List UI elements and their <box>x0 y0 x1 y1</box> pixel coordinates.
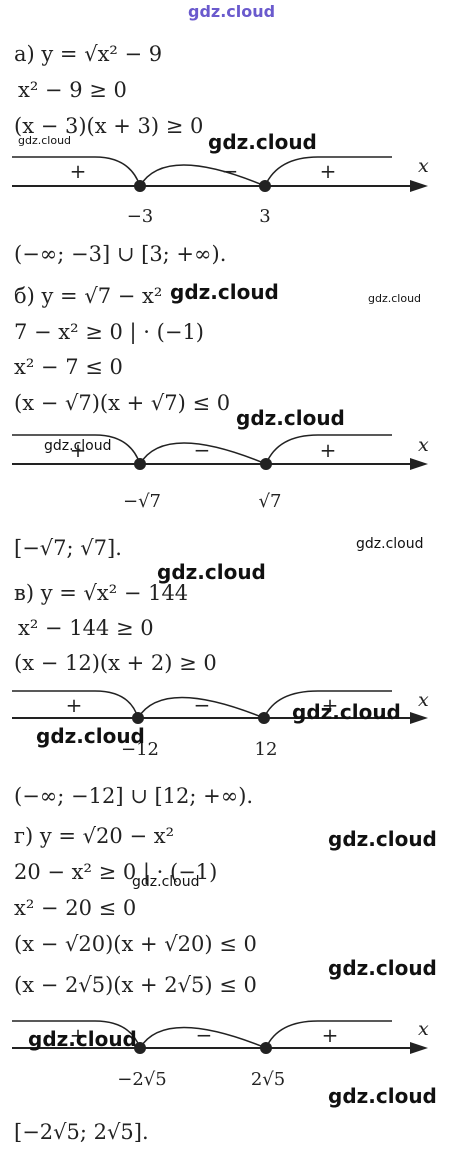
part-g-factored: (x − √20)(x + √20) ≤ 0 <box>14 932 257 956</box>
watermark: gdz.cloud <box>36 724 145 748</box>
point-label-left: −√7 <box>123 491 161 512</box>
point-label-right: 12 <box>255 739 278 760</box>
watermark: gdz.cloud <box>368 292 422 305</box>
axis-label: x <box>418 1018 429 1040</box>
point-label-right: 2√5 <box>251 1069 285 1090</box>
part-b-answer: [−√7; √7]. <box>14 536 122 560</box>
part-g-factored-2: (x − 2√5)(x + 2√5) ≤ 0 <box>14 973 257 997</box>
part-g-inequality: 20 − x² ≥ 0 | · (−1) <box>14 860 218 884</box>
point-label-left: −3 <box>127 206 154 227</box>
part-a-function: а) y = √x² − 9 <box>14 42 163 66</box>
part-g-function: г) y = √20 − x² <box>14 824 174 848</box>
watermark: gdz.cloud <box>356 536 424 552</box>
number-line-b: + − + x −√7 √7 <box>12 434 429 512</box>
sign-plus-left: + <box>70 438 87 462</box>
number-line-a: + − + x −3 3 <box>12 155 429 227</box>
sign-minus-middle: − <box>194 693 211 717</box>
part-a-answer: (−∞; −3] ∪ [3; +∞). <box>14 242 227 266</box>
point-label-left: −12 <box>121 739 159 760</box>
point-label-right: 3 <box>259 206 270 227</box>
watermark: gdz.cloud <box>292 700 401 724</box>
sign-minus-middle: − <box>196 1023 213 1047</box>
watermark: gdz.cloud <box>157 560 266 584</box>
axis-label: x <box>418 434 429 456</box>
axis-label: x <box>418 155 429 177</box>
sign-plus-right: + <box>320 438 337 462</box>
point-label-left: −2√5 <box>117 1069 166 1090</box>
part-v-inequality: x² − 144 ≥ 0 <box>18 616 154 640</box>
watermark: gdz.cloud <box>18 134 72 147</box>
part-v-answer: (−∞; −12] ∪ [12; +∞). <box>14 784 254 808</box>
watermark: gdz.cloud <box>328 1084 437 1108</box>
sign-plus-right: + <box>320 159 337 183</box>
watermark: gdz.cloud <box>132 874 200 890</box>
sign-plus-right: + <box>322 1023 339 1047</box>
watermark: gdz.cloud <box>328 956 437 980</box>
watermark: gdz.cloud <box>236 406 345 430</box>
number-line-g: + − + x −2√5 2√5 <box>12 1018 429 1090</box>
watermark: gdz.cloud <box>328 827 437 851</box>
watermark: gdz.cloud <box>28 1027 137 1051</box>
part-a-inequality: x² − 9 ≥ 0 <box>18 78 127 102</box>
part-b-function: б) y = √7 − x² <box>14 284 163 308</box>
sign-plus-left: + <box>70 159 87 183</box>
sign-minus-middle: − <box>194 438 211 462</box>
point-label-right: √7 <box>259 491 282 512</box>
number-line-v: + − + x −12 12 <box>12 689 429 760</box>
part-b-inequality-2: x² − 7 ≤ 0 <box>14 355 123 379</box>
part-g-answer: [−2√5; 2√5]. <box>14 1120 149 1144</box>
sign-minus-middle: − <box>222 159 239 183</box>
watermark: gdz.cloud <box>44 438 112 454</box>
sign-plus-right: + <box>322 693 339 717</box>
watermark: gdz.cloud <box>188 2 276 21</box>
part-a-factored: (x − 3)(x + 3) ≥ 0 <box>14 114 204 138</box>
axis-label: x <box>418 689 429 711</box>
watermark: gdz.cloud <box>208 130 317 154</box>
part-b-inequality: 7 − x² ≥ 0 | · (−1) <box>14 320 204 344</box>
sign-plus-left: + <box>70 1023 87 1047</box>
part-g-inequality-2: x² − 20 ≤ 0 <box>14 896 137 920</box>
part-b-factored: (x − √7)(x + √7) ≤ 0 <box>14 391 231 415</box>
part-v-factored: (x − 12)(x + 2) ≥ 0 <box>14 651 217 675</box>
watermark: gdz.cloud <box>170 280 279 304</box>
part-v-function: в) y = √x² − 144 <box>14 581 189 605</box>
sign-plus-left: + <box>66 693 83 717</box>
